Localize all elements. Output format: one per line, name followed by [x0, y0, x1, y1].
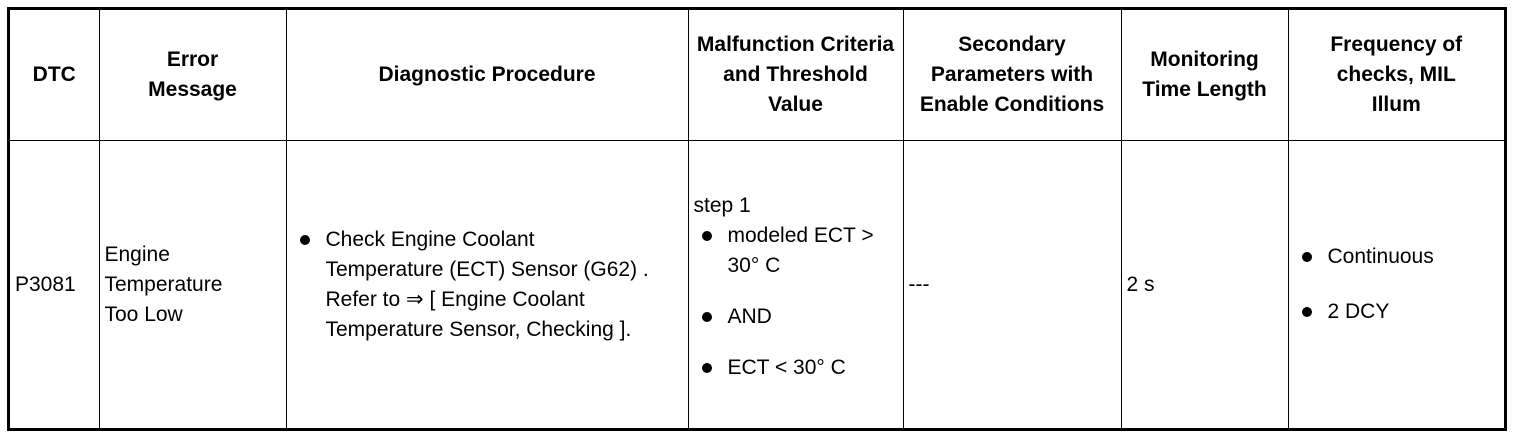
cell-error-message: Engine Temperature Too Low — [98, 140, 287, 428]
cell-monitoring-time: 2 s — [1120, 140, 1289, 428]
header-malfunction-criteria: Malfunction Criteria and Threshold Value — [687, 10, 904, 141]
frequency-item: Continuous — [1294, 242, 1505, 272]
procedure-item: Check Engine Coolant Temperature (ECT) S… — [292, 225, 688, 345]
header-error-message: Error Message — [98, 10, 287, 141]
header-secondary-parameters: Secondary Parameters with Enable Conditi… — [902, 10, 1122, 141]
cell-diagnostic-procedure: Check Engine Coolant Temperature (ECT) S… — [285, 140, 689, 428]
criteria-item: modeled ECT > 30° C — [694, 221, 903, 281]
procedure-list: Check Engine Coolant Temperature (ECT) S… — [292, 225, 688, 345]
header-error-message-text: Error Message — [148, 48, 237, 101]
dtc-table: DTC Error Message Diagnostic Procedure M… — [10, 10, 1504, 428]
cell-malfunction-criteria: step 1 modeled ECT > 30° C AND ECT < 30°… — [687, 140, 904, 428]
header-monitoring-time-text: Monitoring Time Length — [1142, 48, 1267, 101]
header-frequency: Frequency of checks, MIL Illum — [1287, 10, 1504, 141]
header-malfunction-criteria-text: Malfunction Criteria and Threshold Value — [696, 33, 895, 116]
criteria-text: modeled ECT > 30° C — [727, 223, 874, 277]
header-secondary-parameters-text: Secondary Parameters with Enable Conditi… — [919, 33, 1105, 116]
table-row: P3081 Engine Temperature Too Low Check E… — [10, 140, 1505, 428]
header-row: DTC Error Message Diagnostic Procedure M… — [10, 10, 1504, 141]
header-diagnostic-procedure: Diagnostic Procedure — [285, 10, 689, 141]
error-message-text: Engine Temperature Too Low — [104, 242, 223, 326]
criteria-item: ECT < 30° C — [694, 353, 903, 383]
cell-secondary-parameters: --- — [902, 140, 1122, 428]
header-monitoring-time: Monitoring Time Length — [1120, 10, 1289, 141]
header-frequency-text: Frequency of checks, MIL Illum — [1330, 33, 1463, 116]
cell-dtc: P3081 — [10, 140, 100, 428]
header-dtc: DTC — [10, 10, 100, 141]
frequency-item: 2 DCY — [1294, 297, 1505, 327]
criteria-step: step 1 — [693, 193, 751, 217]
cell-frequency: Continuous 2 DCY — [1287, 140, 1505, 428]
dtc-table-frame: DTC Error Message Diagnostic Procedure M… — [7, 7, 1507, 431]
criteria-item: AND — [694, 302, 903, 332]
frequency-list: Continuous 2 DCY — [1294, 242, 1505, 327]
procedure-text: Check Engine Coolant Temperature (ECT) S… — [325, 227, 649, 341]
criteria-list: modeled ECT > 30° C AND ECT < 30° C — [694, 221, 903, 383]
